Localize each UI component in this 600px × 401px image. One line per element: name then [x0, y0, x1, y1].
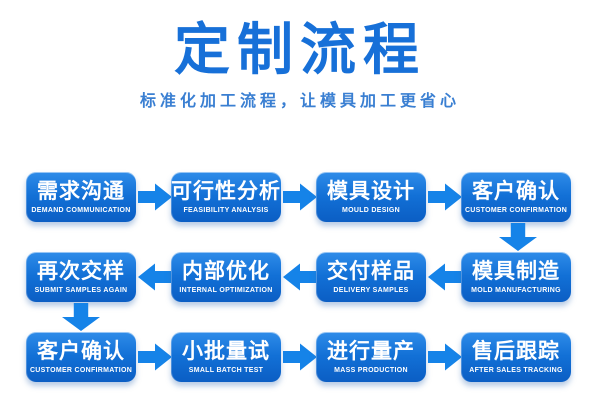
step-caption: DELIVERY SAMPLES — [333, 286, 409, 294]
arrow-left-icon — [428, 263, 462, 291]
step-after-sales-tracking: 售后跟踪 AFTER SALES TRACKING — [461, 332, 571, 382]
step-mould-design: 模具设计 MOULD DESIGN — [316, 172, 426, 222]
step-title: 售后跟踪 — [472, 339, 560, 363]
step-title: 内部优化 — [182, 259, 270, 283]
step-caption: SMALL BATCH TEST — [188, 366, 264, 374]
arrow-right-icon — [428, 183, 462, 211]
step-customer-confirmation: 客户确认 CUSTOMER CONFIRMATION — [461, 172, 571, 222]
step-caption: INTERNAL OPTIMIZATION — [179, 286, 273, 294]
step-title: 交付样品 — [327, 259, 415, 283]
step-mass-production: 进行量产 MASS PRODUCTION — [316, 332, 426, 382]
step-title: 进行量产 — [327, 339, 415, 363]
step-caption: MASS PRODUCTION — [334, 366, 408, 374]
step-title: 模具设计 — [327, 179, 415, 203]
step-internal-optimization: 内部优化 INTERNAL OPTIMIZATION — [171, 252, 281, 302]
step-title: 客户确认 — [472, 179, 560, 203]
step-submit-samples-again: 再次交样 SUBMIT SAMPLES AGAIN — [26, 252, 136, 302]
arrow-right-icon — [428, 343, 462, 371]
step-mold-manufacturing: 模具制造 MOLD MANUFACTURING — [461, 252, 571, 302]
step-caption: AFTER SALES TRACKING — [469, 366, 563, 374]
step-customer-confirmation-2: 客户确认 CUSTOMER CONFIRMATION — [26, 332, 136, 382]
step-small-batch-test: 小批量试 SMALL BATCH TEST — [171, 332, 281, 382]
step-caption: FEASIBILITY ANALYSIS — [183, 206, 269, 214]
step-title: 需求沟通 — [37, 179, 125, 203]
step-caption: MOLD MANUFACTURING — [471, 286, 561, 294]
page-title: 定制流程 — [174, 18, 426, 81]
step-title: 小批量试 — [182, 339, 270, 363]
step-caption: DEMAND COMMUNICATION — [31, 206, 131, 214]
step-delivery-samples: 交付样品 DELIVERY SAMPLES — [316, 252, 426, 302]
arrow-left-icon — [283, 263, 317, 291]
step-demand-communication: 需求沟通 DEMAND COMMUNICATION — [26, 172, 136, 222]
step-caption: CUSTOMER CONFIRMATION — [464, 206, 568, 214]
arrow-right-icon — [283, 183, 317, 211]
arrow-left-icon — [138, 263, 172, 291]
arrow-down-icon — [62, 303, 100, 331]
step-title: 可行性分析 — [171, 179, 281, 203]
arrow-right-icon — [138, 183, 172, 211]
step-caption: MOULD DESIGN — [341, 206, 401, 214]
step-feasibility-analysis: 可行性分析 FEASIBILITY ANALYSIS — [171, 172, 281, 222]
arrow-right-icon — [138, 343, 172, 371]
arrow-down-icon — [499, 223, 537, 251]
step-title: 客户确认 — [37, 339, 125, 363]
step-title: 再次交样 — [37, 259, 125, 283]
page-subtitle: 标准化加工流程，让模具加工更省心 — [139, 93, 460, 110]
step-title: 模具制造 — [472, 259, 560, 283]
arrow-right-icon — [283, 343, 317, 371]
step-caption: CUSTOMER CONFIRMATION — [29, 366, 133, 374]
step-caption: SUBMIT SAMPLES AGAIN — [34, 286, 128, 294]
